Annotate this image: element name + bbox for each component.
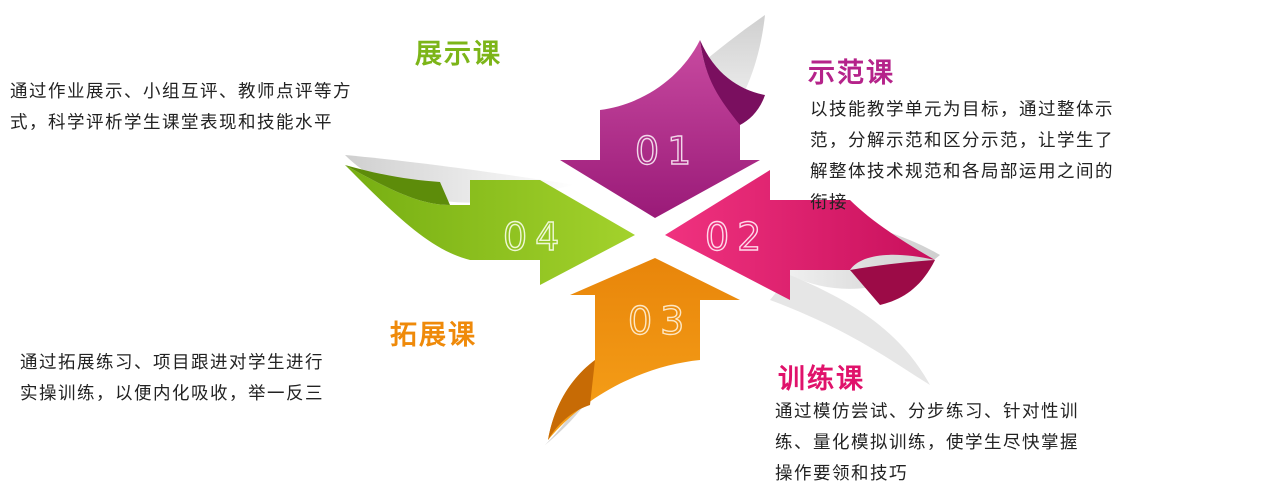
desc-04-line: 通过作业展示、小组互评、教师点评等方 bbox=[10, 82, 352, 102]
desc-02-line: 练、量化模拟训练，使学生尽快掌握 bbox=[775, 433, 1079, 453]
desc-02: 通过模仿尝试、分步练习、针对性训 练、量化模拟训练，使学生尽快掌握 操作要领和技… bbox=[775, 397, 1079, 490]
desc-02-line: 通过模仿尝试、分步练习、针对性训 bbox=[775, 402, 1079, 422]
desc-02-line: 操作要领和技巧 bbox=[775, 464, 908, 484]
desc-01-line: 衔接 bbox=[810, 193, 848, 213]
desc-04: 通过作业展示、小组互评、教师点评等方 式，科学评析学生课堂表现和技能水平 bbox=[10, 77, 352, 139]
arrow-03-number: 03 bbox=[628, 299, 692, 343]
title-04: 展示课 bbox=[415, 39, 502, 70]
paper-wing-right-low bbox=[770, 275, 930, 385]
desc-01: 以技能教学单元为目标，通过整体示 范，分解示范和区分示范，让学生了 解整体技术规… bbox=[810, 95, 1114, 219]
arrow-01-number: 01 bbox=[635, 129, 699, 173]
arrow-03: 03 bbox=[548, 258, 740, 440]
desc-01-line: 范，分解示范和区分示范，让学生了 bbox=[810, 131, 1114, 151]
desc-03-line: 通过拓展练习、项目跟进对学生进行 bbox=[20, 353, 324, 373]
arrow-04-number: 04 bbox=[503, 215, 567, 259]
arrow-04: 04 bbox=[345, 165, 635, 285]
arrow-01: 01 bbox=[560, 40, 765, 218]
desc-01-line: 解整体技术规范和各局部运用之间的 bbox=[810, 162, 1114, 182]
arrow-02: 02 bbox=[665, 170, 935, 305]
desc-03: 通过拓展练习、项目跟进对学生进行 实操训练，以便内化吸收，举一反三 bbox=[20, 348, 324, 410]
title-03: 拓展课 bbox=[390, 320, 477, 351]
desc-04-line: 式，科学评析学生课堂表现和技能水平 bbox=[10, 113, 333, 133]
desc-01-line: 以技能教学单元为目标，通过整体示 bbox=[810, 100, 1114, 120]
pinwheel-diagram: 01 02 03 04 bbox=[345, 15, 940, 445]
desc-03-line: 实操训练，以便内化吸收，举一反三 bbox=[20, 384, 324, 404]
arrow-02-number: 02 bbox=[705, 215, 769, 259]
title-01: 示范课 bbox=[808, 58, 895, 89]
title-02: 训练课 bbox=[778, 364, 865, 395]
diagram-stage: 01 02 03 04 展示课 通过作业展示、小组互评、教师点评等方 式，科学评… bbox=[10, 15, 1114, 484]
